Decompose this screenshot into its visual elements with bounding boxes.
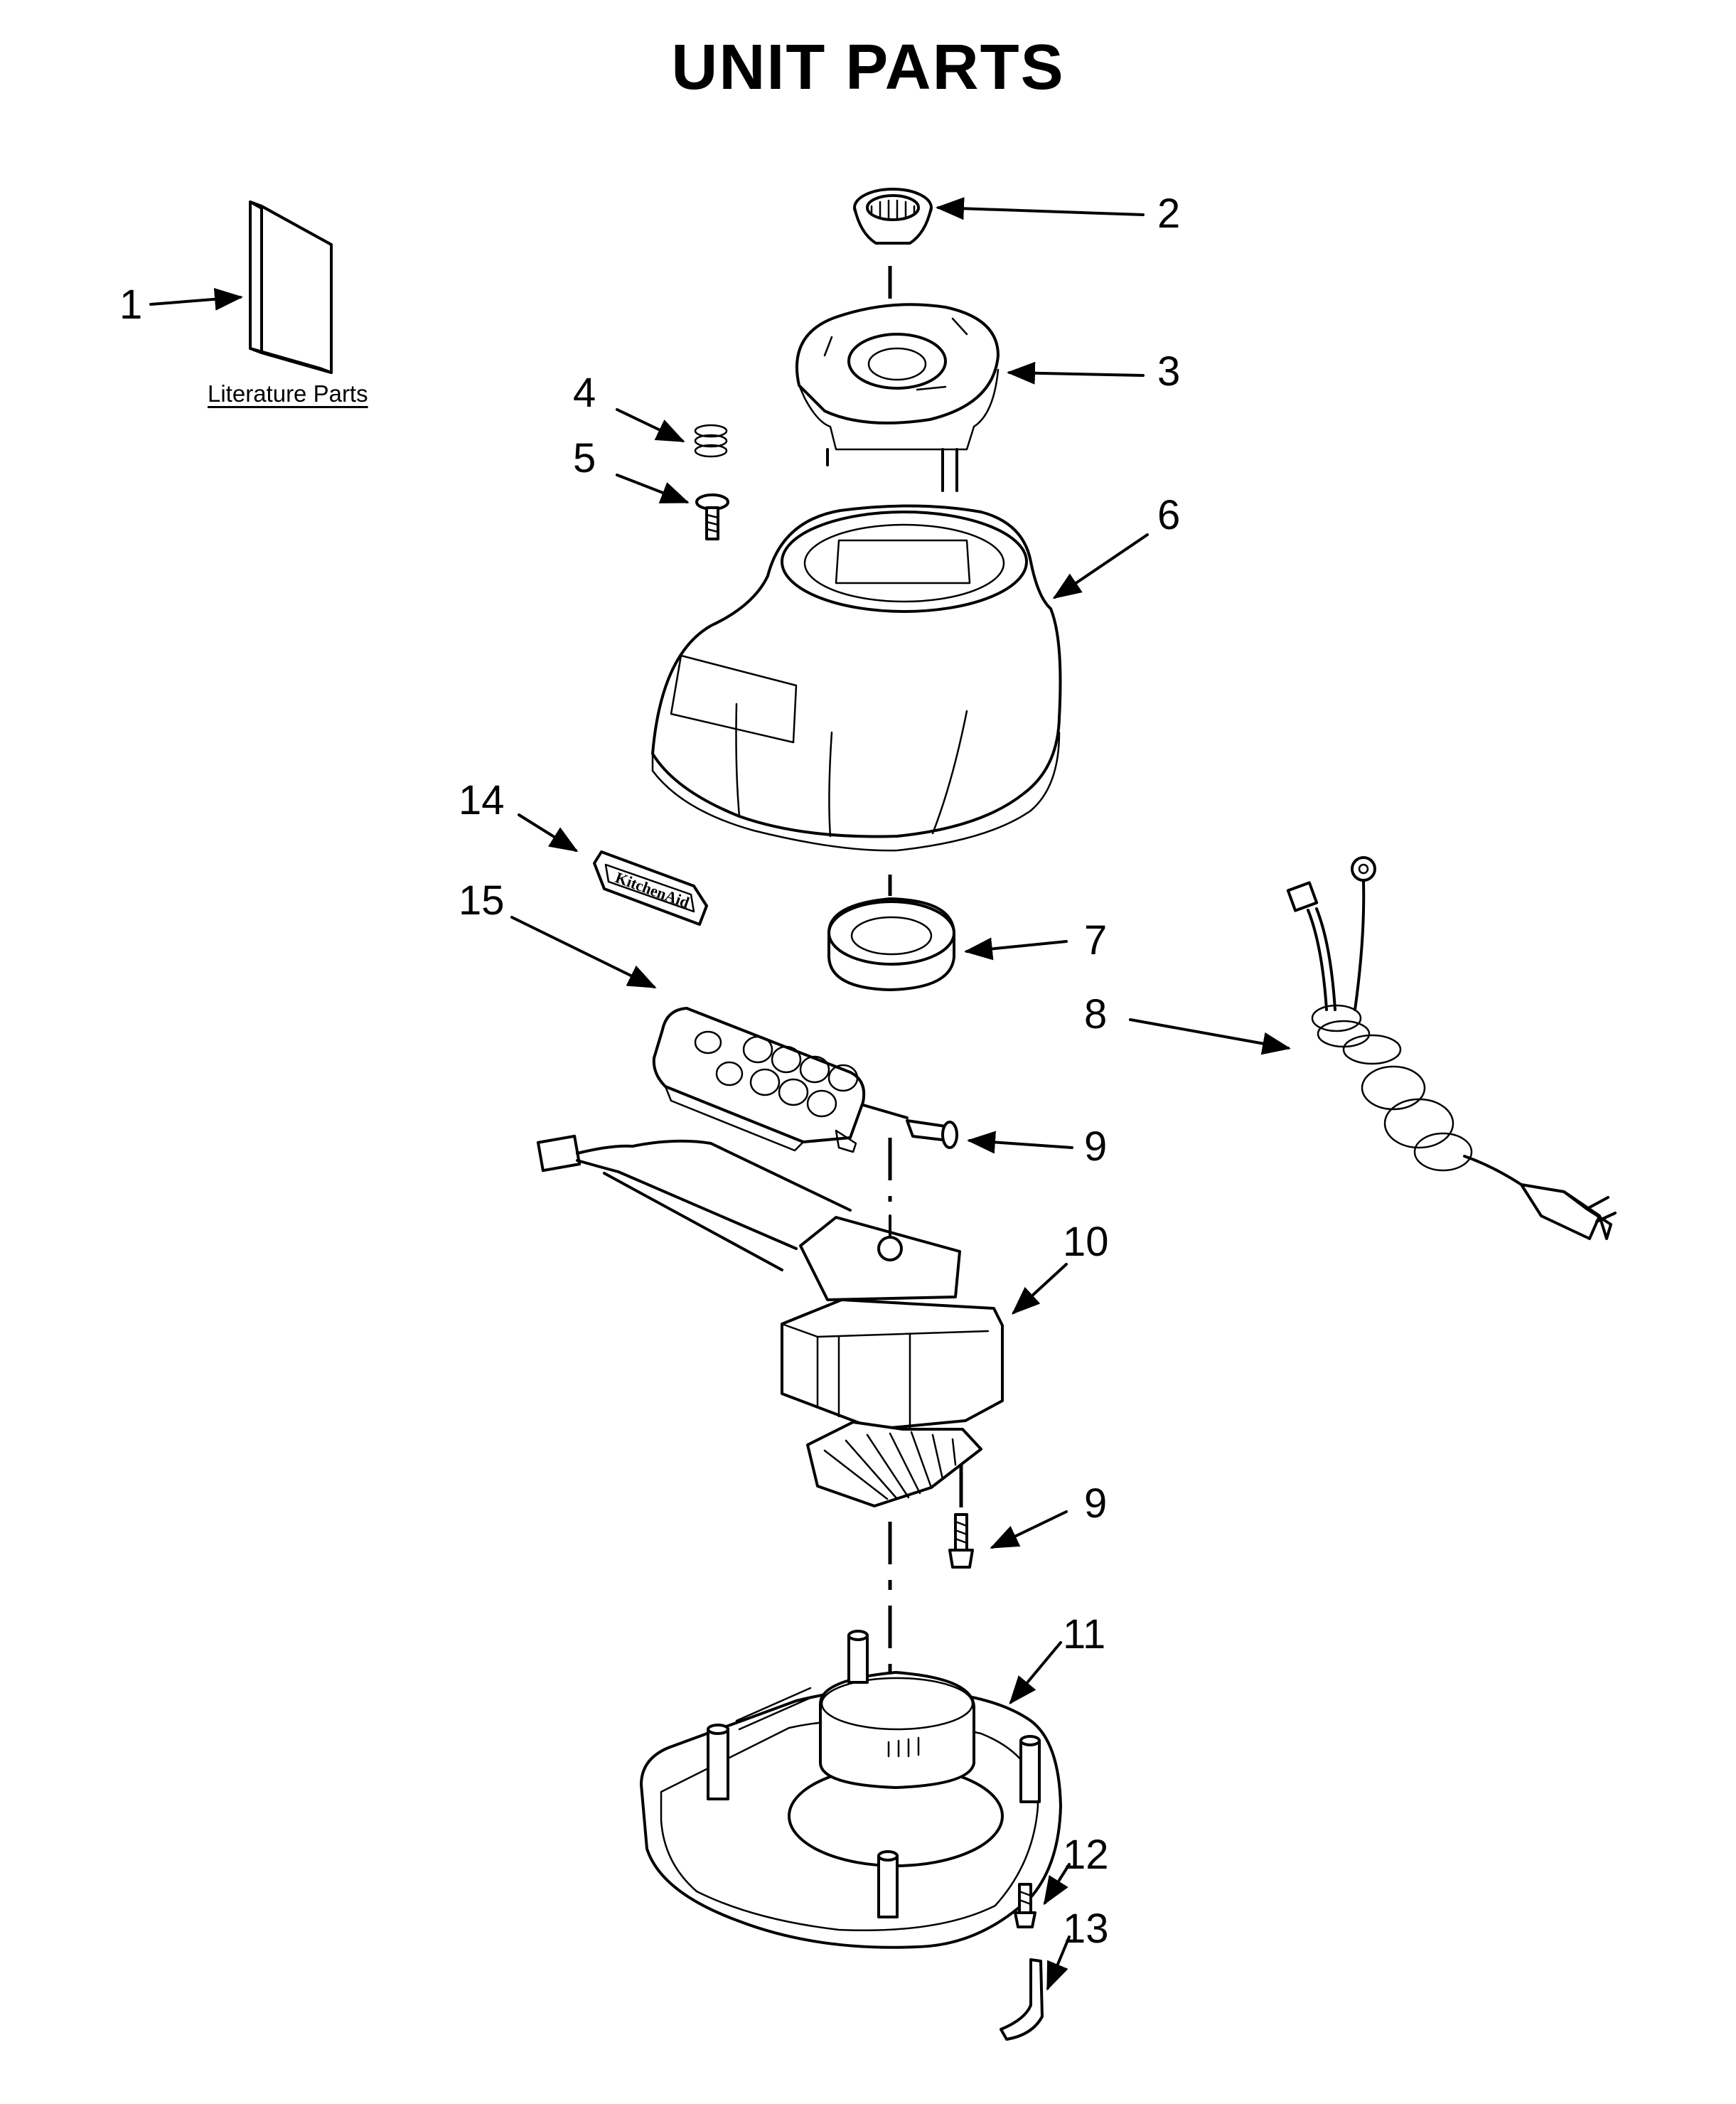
callout-12: 12 [1063, 1832, 1109, 1878]
callout-14: 14 [459, 777, 505, 823]
literature-booklet-part [249, 201, 333, 374]
page-title: UNIT PARTS [671, 32, 1065, 103]
screw-part-12 [1014, 1883, 1036, 1928]
screw-part-upper [862, 1104, 958, 1149]
callout-8: 8 [1084, 991, 1108, 1037]
callout-5: 5 [573, 435, 596, 481]
top-plate-part [795, 303, 1000, 492]
callout-1: 1 [119, 282, 143, 328]
callout-11: 11 [1063, 1611, 1106, 1657]
foot-part-13 [1000, 1958, 1044, 2041]
callout-9-lower: 9 [1084, 1480, 1108, 1527]
callout-9-upper: 9 [1084, 1123, 1108, 1170]
seal-ring-part [827, 897, 955, 991]
callout-3: 3 [1157, 348, 1181, 395]
leader-lines [149, 197, 1291, 1991]
screw-part-lower [948, 1513, 974, 1569]
callout-13: 13 [1063, 1906, 1109, 1952]
callout-4: 4 [573, 370, 596, 416]
callout-6: 6 [1157, 492, 1181, 538]
callout-2: 2 [1157, 191, 1181, 237]
kitchenaid-badge-part: KitchenAid [593, 850, 708, 926]
coupler-part [853, 188, 933, 245]
callout-7: 7 [1084, 917, 1108, 963]
motor-assembly-part [536, 1134, 1004, 1507]
spring-part [694, 424, 728, 458]
base-part [640, 1630, 1062, 1949]
literature-parts-label: Literature Parts [208, 380, 368, 407]
callout-10: 10 [1063, 1219, 1109, 1265]
shoulder-screw-part [695, 493, 729, 540]
callout-15: 15 [459, 877, 505, 924]
control-panel-part [652, 1007, 866, 1153]
power-cord-part [1286, 856, 1617, 1240]
housing-part [651, 504, 1062, 852]
